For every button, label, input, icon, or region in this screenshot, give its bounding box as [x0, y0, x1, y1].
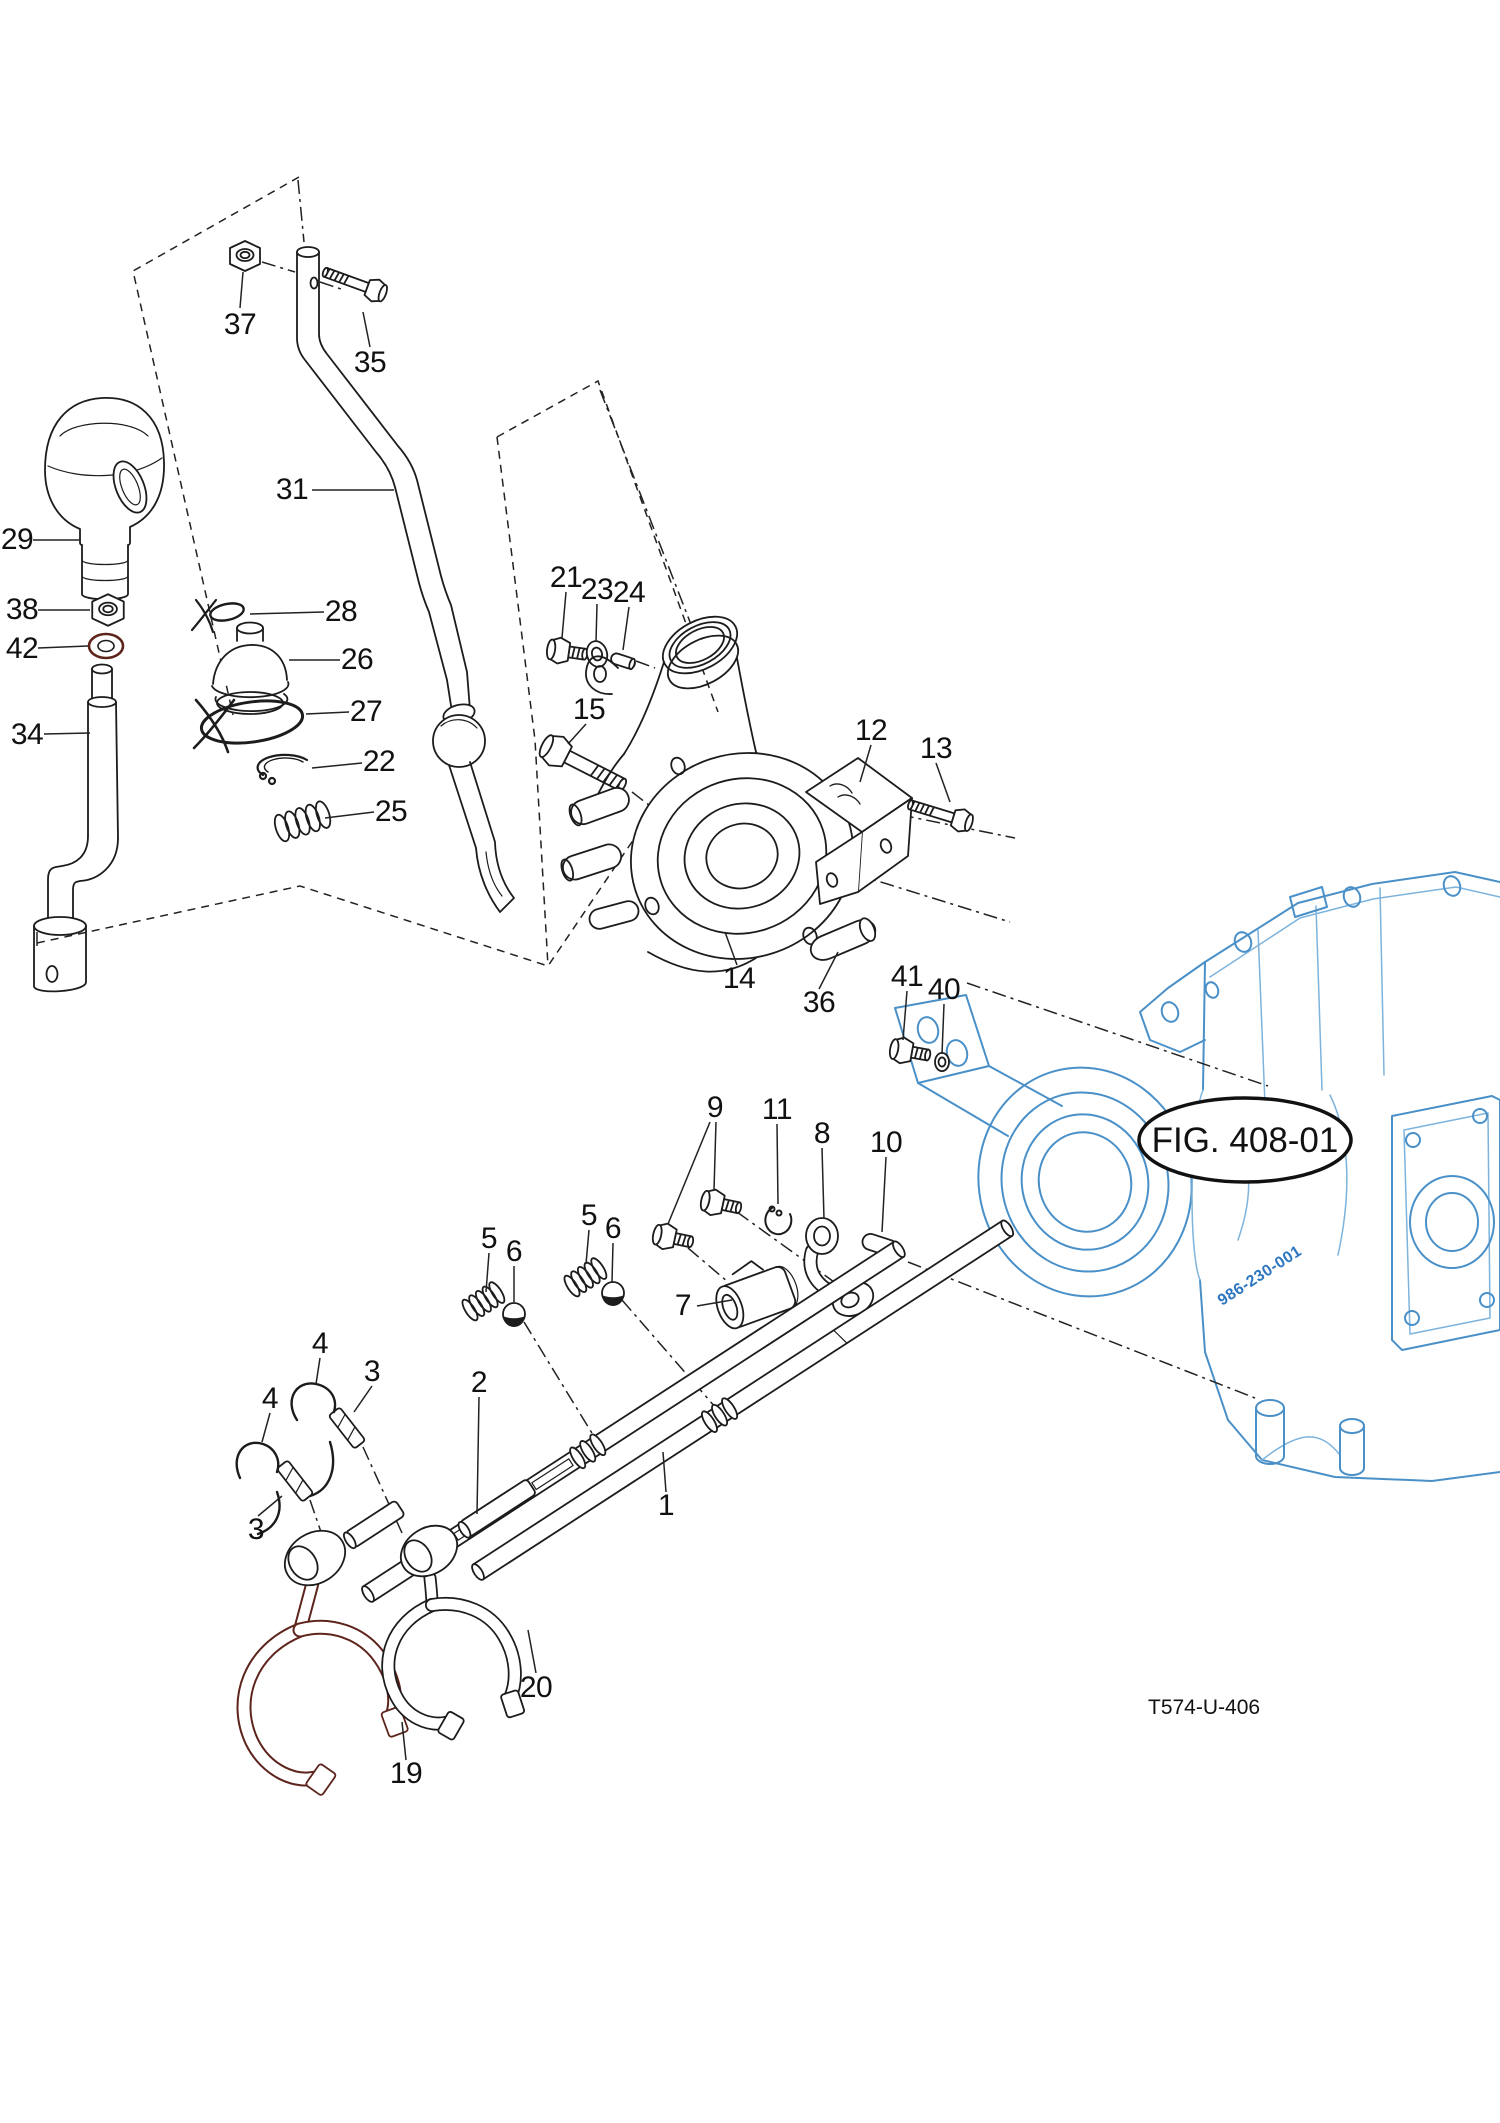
- spring-25: [270, 798, 335, 845]
- wire-clip-4b: [237, 1443, 280, 1534]
- shift-fork-20: [388, 1515, 525, 1740]
- transmission-case: [895, 872, 1500, 1481]
- callout-leader-lines: [33, 272, 950, 1760]
- washer-42: [89, 634, 123, 658]
- fig-ref-label: FIG. 408-01: [1152, 1121, 1339, 1160]
- snap-ring-22: [258, 755, 307, 784]
- ball-6a: [502, 1302, 526, 1328]
- rail-stub-b: [456, 1479, 536, 1540]
- shift-rail-1: [468, 1216, 1017, 1584]
- plug-21: [544, 635, 590, 669]
- doc-code-label: T574-U-406: [1148, 1696, 1260, 1719]
- nut-37: [229, 240, 261, 272]
- plug-41: [887, 1034, 934, 1070]
- nut-38: [91, 593, 125, 627]
- ring-27: [194, 695, 305, 752]
- ball-6b: [601, 1281, 625, 1307]
- shift-tower-housing: [559, 605, 880, 988]
- plug-9b: [697, 1186, 745, 1222]
- o-ring-40: [934, 1052, 950, 1072]
- pin-24: [609, 651, 637, 671]
- construction-lines: [37, 177, 1268, 1535]
- bracket-12: [806, 758, 912, 904]
- spring-pin-3b: [277, 1460, 314, 1502]
- shift-lever-rod: [297, 247, 514, 912]
- bolt-35: [318, 260, 391, 306]
- plug-9a: [649, 1220, 697, 1256]
- spring-5a: [458, 1279, 509, 1324]
- snap-ring-11: [765, 1207, 791, 1235]
- shift-arm-rod: [34, 665, 118, 992]
- dust-boot: [212, 623, 288, 715]
- bolt-13: [904, 792, 977, 836]
- exploded-parts: [34, 240, 1017, 1796]
- case-part-number-watermark: 986-230-001: [1215, 1243, 1305, 1310]
- figure-reference: FIG. 408-01: [1139, 1098, 1351, 1182]
- spring-pin-3a: [329, 1407, 366, 1449]
- fig-ref-ellipse: [1139, 1098, 1351, 1182]
- clip-28: [192, 600, 245, 632]
- roller-7: [706, 1249, 803, 1332]
- gear-knob: [45, 398, 164, 599]
- rail-stub-a: [342, 1500, 405, 1550]
